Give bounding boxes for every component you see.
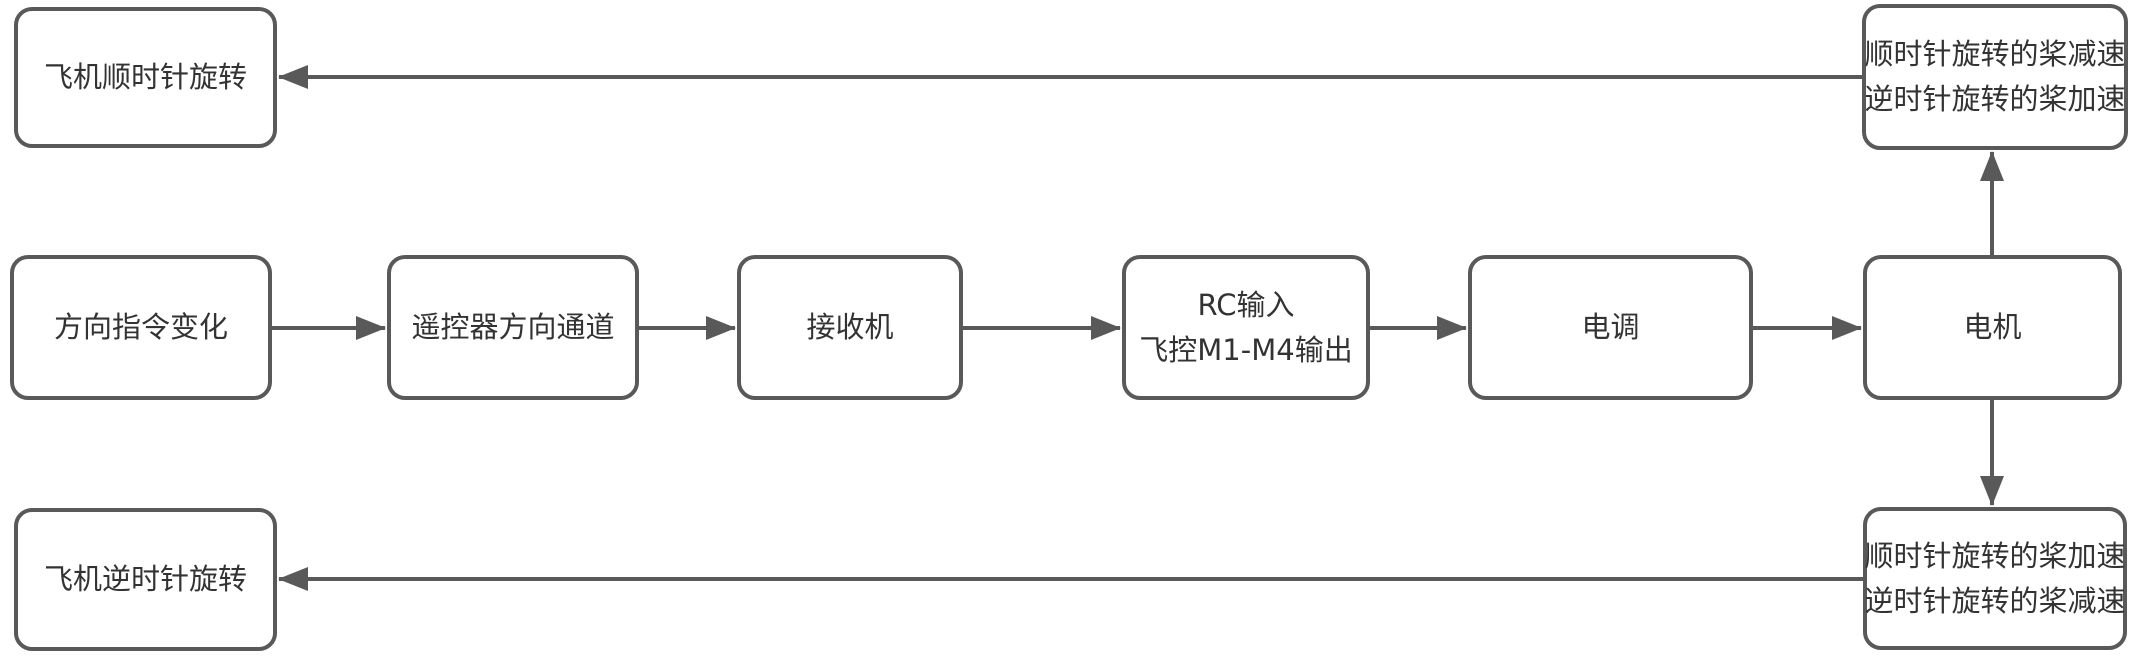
node-props-response-top-line2: 逆时针旋转的桨加速 bbox=[1864, 82, 2126, 116]
node-plane-clockwise-label: 飞机顺时针旋转 bbox=[43, 60, 247, 95]
node-plane-clockwise: 飞机顺时针旋转 bbox=[14, 7, 277, 148]
node-rc-direction-channel: 遥控器方向通道 bbox=[387, 255, 639, 400]
node-esc: 电调 bbox=[1468, 255, 1753, 400]
node-flight-controller-line1: RC输入 bbox=[1197, 287, 1295, 322]
node-props-response-bottom-line1: 顺时针旋转的桨加速 bbox=[1864, 538, 2126, 573]
node-direction-command-label: 方向指令变化 bbox=[53, 310, 228, 345]
node-rc-direction-channel-label: 遥控器方向通道 bbox=[411, 310, 615, 345]
node-motor: 电机 bbox=[1863, 255, 2122, 400]
node-direction-command: 方向指令变化 bbox=[10, 255, 272, 400]
node-flight-controller-line2: 飞控M1-M4输出 bbox=[1139, 332, 1353, 367]
node-esc-label: 电调 bbox=[1581, 310, 1640, 345]
node-props-response-bottom: 顺时针旋转的桨加速 逆时针旋转的桨减速 bbox=[1863, 507, 2127, 650]
node-props-response-top: 顺时针旋转的桨减速 逆时针旋转的桨加速 bbox=[1862, 4, 2128, 150]
node-flight-controller: RC输入 飞控M1-M4输出 bbox=[1122, 255, 1370, 400]
node-motor-label: 电机 bbox=[1963, 310, 2022, 345]
node-receiver: 接收机 bbox=[737, 255, 963, 400]
node-props-response-top-line1: 顺时针旋转的桨减速 bbox=[1864, 37, 2126, 72]
node-plane-counterclockwise: 飞机逆时针旋转 bbox=[14, 508, 277, 651]
node-plane-counterclockwise-label: 飞机逆时针旋转 bbox=[43, 562, 247, 597]
node-receiver-label: 接收机 bbox=[806, 310, 894, 345]
node-props-response-bottom-line2: 逆时针旋转的桨减速 bbox=[1864, 583, 2126, 618]
